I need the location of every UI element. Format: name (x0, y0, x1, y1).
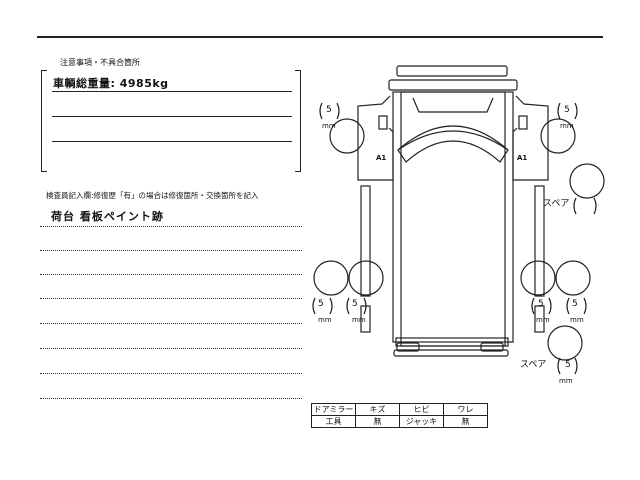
door-mirror-left (378, 115, 388, 130)
notes-bracket-left (41, 70, 47, 172)
rear-left-outer-tire-value: 5 (318, 299, 324, 309)
notes-bracket-right (295, 70, 301, 172)
rear-lamp-left (396, 342, 420, 352)
bracket (363, 297, 367, 315)
legend-table: ドアミラー キズ ヒビ ワレ 工具 無 ジャッキ 無 (311, 403, 488, 428)
roof-curve (397, 125, 509, 163)
front-right-area-label: A1 (517, 154, 528, 162)
inspector-line (40, 323, 302, 324)
tire-front-right (540, 118, 576, 154)
spare-lower-tire-value: 5 (565, 360, 571, 370)
front-bumper (396, 65, 508, 77)
rear-left-inner-tire-value: 5 (352, 299, 358, 309)
tire-spare-upper (569, 163, 605, 199)
bracket (548, 297, 552, 315)
front-left-tire-value: 5 (326, 105, 332, 115)
inspector-line (40, 298, 302, 299)
bracket (593, 197, 597, 215)
rear-right-inner-tire-value: 5 (538, 299, 544, 309)
front-right-tire-value: 5 (564, 105, 570, 115)
bracket (319, 102, 323, 120)
truck-outline (312, 65, 605, 375)
bracket (557, 102, 561, 120)
inspector-line (40, 250, 302, 251)
bracket (583, 297, 587, 315)
notes-box (41, 62, 301, 172)
tire-rear-left-inner (348, 260, 384, 296)
side-rail-right-rear (534, 305, 545, 333)
windshield (412, 97, 494, 113)
bracket (566, 297, 570, 315)
legend-header-cell: ワレ (443, 403, 488, 416)
bracket (574, 357, 578, 375)
inspector-line (40, 348, 302, 349)
tire-rear-right-inner (520, 260, 556, 296)
legend-value-cell: ジャッキ (399, 415, 444, 428)
bracket (329, 297, 333, 315)
bracket (573, 197, 577, 215)
tire-rear-left-outer (313, 260, 349, 296)
vehicle-weight: 車輌総重量: 4985kg (53, 77, 169, 90)
cab-left (357, 95, 394, 181)
rear-right-inner-tire-unit: mm (536, 316, 550, 324)
cab-right (512, 95, 549, 181)
notes-line (52, 91, 292, 92)
rear-right-outer-tire-unit: mm (570, 316, 584, 324)
spare-lower-label: スペア (520, 360, 547, 370)
notes-line (52, 141, 292, 142)
bracket (336, 102, 340, 120)
tire-front-left (329, 118, 365, 154)
notes-title: 注意事項・不具合箇所 (57, 57, 143, 68)
bracket (312, 297, 316, 315)
spare-lower-tire-unit: mm (559, 377, 573, 385)
inspector-line (40, 373, 302, 374)
rear-left-outer-tire-unit: mm (318, 316, 332, 324)
vehicle-diagram: 5 mm 5 mm A1 A1 スペア 5 mm 5 mm 5 mm 5 mm … (300, 40, 640, 400)
side-rail-left (360, 185, 371, 297)
tire-rear-right-outer (555, 260, 591, 296)
rear-lamp-right (480, 342, 504, 352)
legend-value-row: 工具 無 ジャッキ 無 (311, 415, 488, 428)
legend-header-cell: ドアミラー (311, 403, 356, 416)
inspector-line (40, 274, 302, 275)
legend-value-cell: 無 (355, 415, 400, 428)
top-rule (37, 36, 603, 38)
bracket (574, 102, 578, 120)
bracket (557, 357, 561, 375)
bracket (346, 297, 350, 315)
legend-header-row: ドアミラー キズ ヒビ ワレ (311, 403, 488, 416)
rear-left-inner-tire-unit: mm (352, 316, 366, 324)
legend-value-cell: 工具 (311, 415, 356, 428)
inspector-label: 検査員記入欄:修復歴「有」の場合は修復箇所・交換箇所を記入 (46, 191, 259, 200)
legend-value-cell: 無 (443, 415, 488, 428)
bracket (531, 297, 535, 315)
tire-spare-lower (547, 325, 583, 361)
spare-upper-label: スペア (543, 199, 570, 209)
notes-line (52, 116, 292, 117)
front-left-area-label: A1 (376, 154, 387, 162)
roof-line (397, 130, 509, 151)
inspector-line (40, 398, 302, 399)
rear-frame (395, 337, 509, 347)
truck-body (392, 91, 514, 343)
rear-bumper (393, 349, 509, 357)
inspector-text: 荷台 看板ペイント跡 (51, 210, 164, 223)
front-right-tire-unit: mm (560, 122, 574, 130)
side-rail-right (534, 185, 545, 297)
rear-right-outer-tire-value: 5 (572, 299, 578, 309)
legend-header-cell: ヒビ (399, 403, 444, 416)
front-grille (388, 79, 518, 91)
legend-header-cell: キズ (355, 403, 400, 416)
inspector-line (40, 226, 302, 227)
cargo-bed (400, 91, 506, 347)
door-mirror-right (518, 115, 528, 130)
front-left-tire-unit: mm (322, 122, 336, 130)
